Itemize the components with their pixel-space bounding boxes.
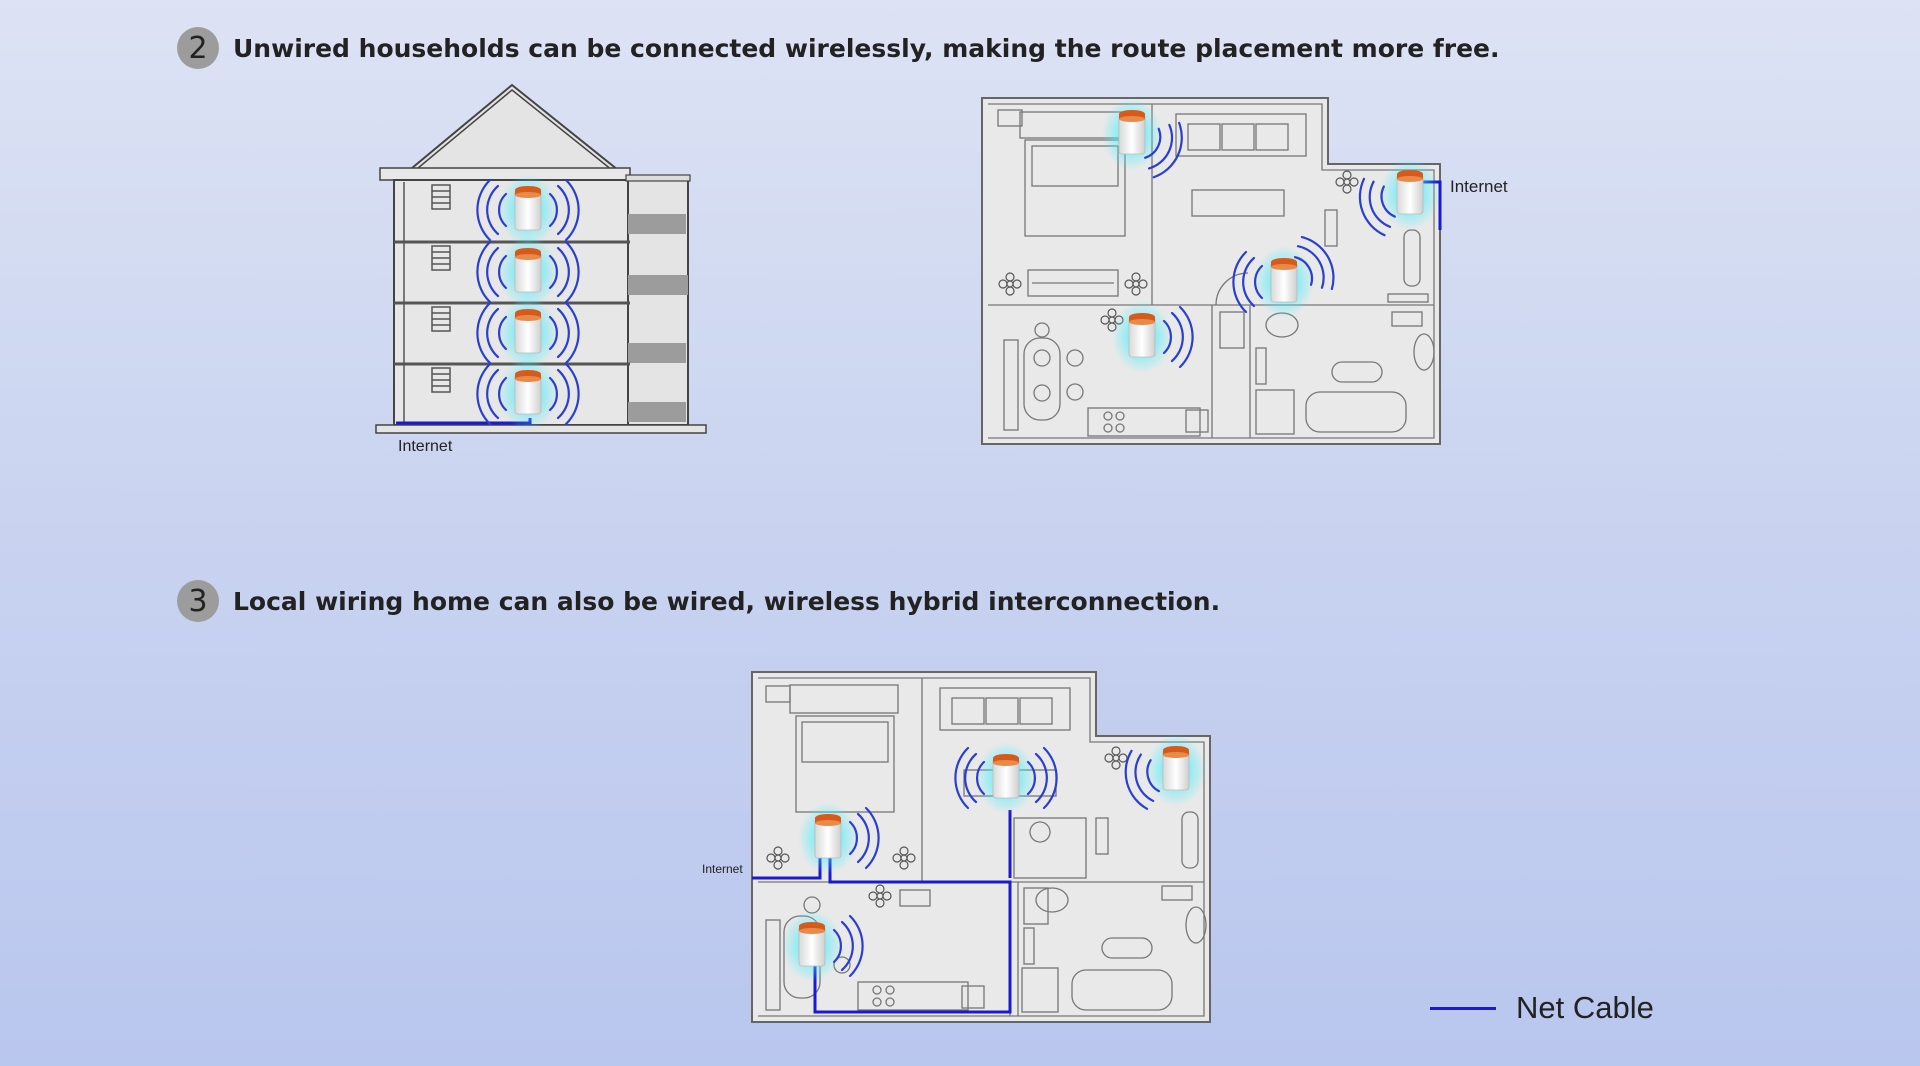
step-3-text: Local wiring home can also be wired, wir…	[233, 586, 1221, 616]
legend: Net Cable	[1430, 990, 1654, 1026]
step-3-header: 3 Local wiring home can also be wired, w…	[177, 580, 1220, 622]
apartment-building	[375, 83, 707, 434]
floorplan-hybrid	[751, 671, 1211, 1023]
floorplan-wireless	[981, 97, 1442, 445]
step-2-header: 2 Unwired households can be connected wi…	[177, 27, 1499, 69]
floorplan1-internet-label: Internet	[1450, 177, 1508, 196]
step-2-number: 2	[177, 27, 219, 69]
step-2-text: Unwired households can be connected wire…	[233, 33, 1500, 63]
net-cable-swatch	[1430, 1006, 1496, 1010]
net-cable-label: Net Cable	[1516, 990, 1654, 1025]
floorplan2-internet-label: Internet	[702, 862, 743, 876]
step-3-number: 3	[177, 580, 219, 622]
building-internet-label: Internet	[398, 438, 453, 455]
